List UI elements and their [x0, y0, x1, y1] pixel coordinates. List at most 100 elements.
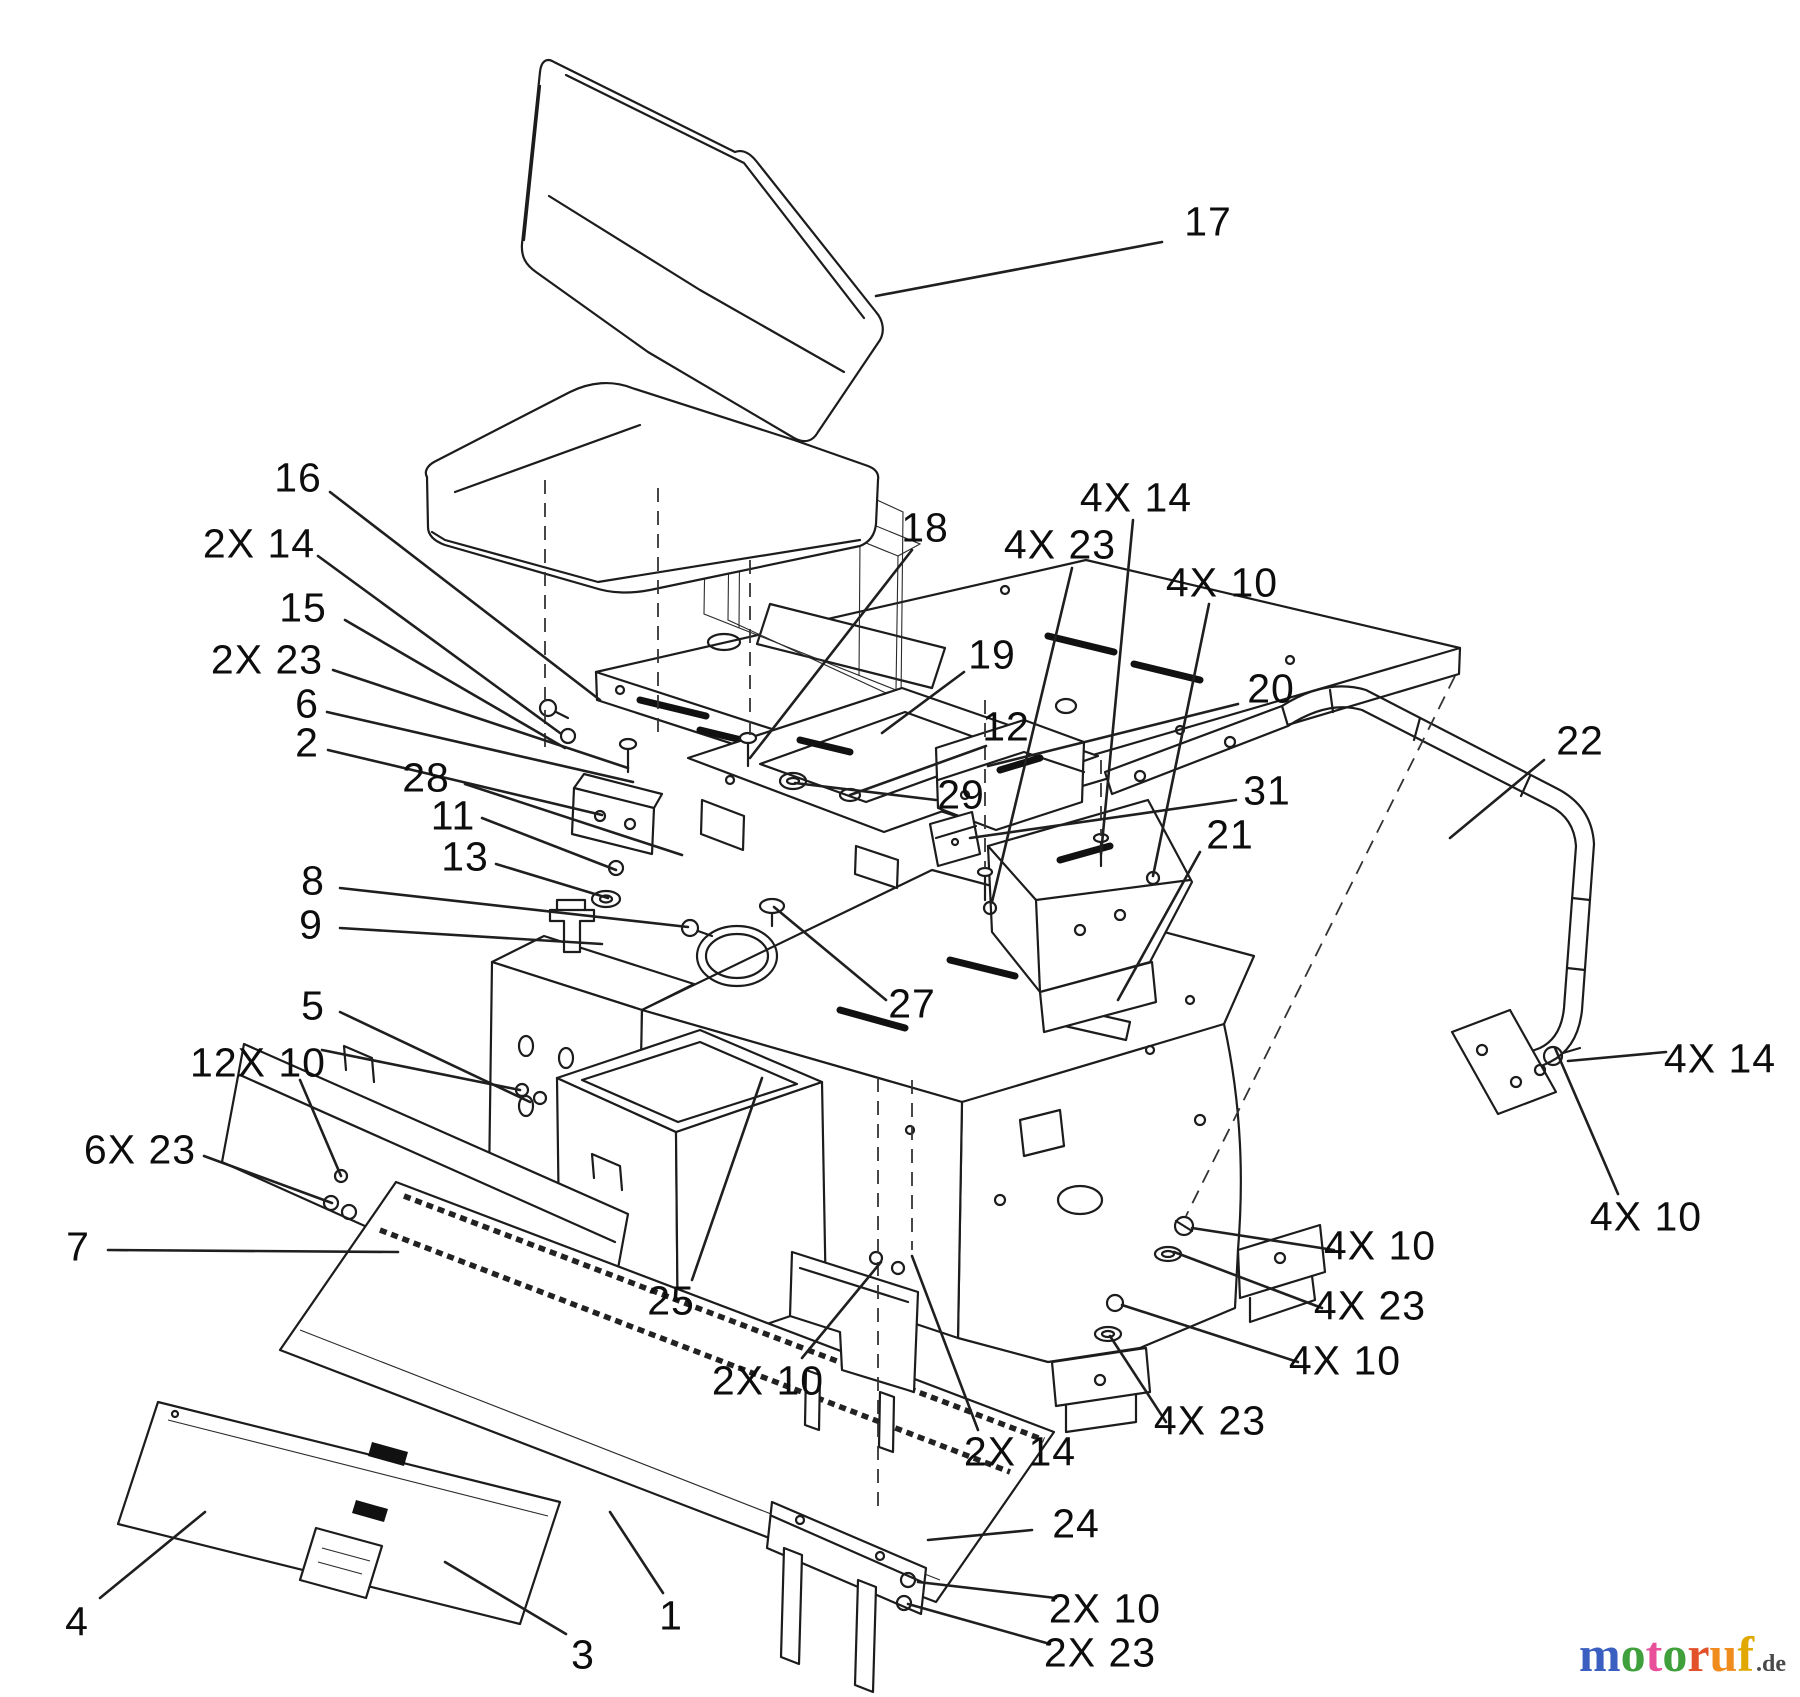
leader-25 [690, 1076, 764, 1282]
logo-letter: f [1737, 1626, 1754, 1682]
leader-15 [343, 618, 567, 750]
hardware-right-illustration [1093, 1045, 1582, 1343]
leader-31 [968, 798, 1238, 840]
callout-25: 25 [647, 1277, 695, 1323]
callout-2X-10: 2X 10 [1049, 1585, 1161, 1631]
callout-4X-10: 4X 10 [1324, 1222, 1436, 1268]
callout-13: 13 [441, 833, 489, 879]
leader-12X-10 [320, 1048, 522, 1092]
leader-6X-23 [202, 1154, 334, 1205]
leader-11 [480, 816, 618, 872]
callout-3: 3 [571, 1631, 595, 1677]
callout-2X-23: 2X 23 [1044, 1629, 1156, 1675]
callout-4X-23: 4X 23 [1314, 1282, 1426, 1328]
seat-illustration [424, 58, 884, 594]
leader-1 [608, 1510, 665, 1595]
leader-4X-10 [1553, 1046, 1620, 1196]
leader-27 [772, 905, 888, 1002]
leader-2X-14 [910, 1254, 980, 1432]
callout-2: 2 [295, 719, 319, 765]
logo-letter: o [1620, 1626, 1646, 1682]
bracket-31-illustration [928, 810, 982, 868]
leader-8 [338, 886, 690, 929]
callout-2X-23: 2X 23 [211, 636, 323, 682]
callout-4X-10: 4X 10 [1166, 559, 1278, 605]
callout-6: 6 [295, 680, 319, 726]
leader-4X-10 [1190, 1226, 1336, 1252]
callout-22: 22 [1556, 717, 1604, 763]
leader-4X-23 [1108, 1334, 1168, 1424]
leader-2 [326, 748, 604, 817]
leader-13 [494, 862, 610, 900]
callout-28: 28 [402, 754, 450, 800]
callout-12X-10: 12X 10 [190, 1039, 326, 1085]
leader-29 [793, 781, 938, 802]
callout-4X-23: 4X 23 [1154, 1397, 1266, 1443]
logo-letter: t [1645, 1626, 1663, 1682]
leader-22 [1448, 758, 1546, 840]
leader-12 [848, 744, 988, 797]
bracket-20-illustration [934, 718, 1086, 832]
leader-18 [748, 548, 914, 760]
leader-17 [874, 240, 1164, 298]
leader-2X-10 [916, 1580, 1058, 1600]
callout-27: 27 [888, 980, 936, 1026]
leader-4 [98, 1510, 207, 1600]
leader-2X-23 [906, 1602, 1052, 1646]
callout-4X-10: 4X 10 [1289, 1337, 1401, 1383]
callout-24: 24 [1052, 1500, 1100, 1546]
callout-4X-14: 4X 14 [1664, 1035, 1776, 1081]
leader-12X-10 [298, 1078, 343, 1178]
motoruf-logo-word: motoruf [1579, 1629, 1754, 1679]
leader-3 [443, 1560, 568, 1636]
leader-4X-14 [1099, 518, 1135, 856]
callout-4X-23: 4X 23 [1004, 521, 1116, 567]
leader-4X-14 [1566, 1050, 1668, 1063]
leader-2X-23 [331, 668, 630, 770]
callout-16: 16 [274, 454, 322, 500]
mid-bracket-illustration [788, 1250, 920, 1454]
leader-19 [880, 670, 966, 735]
logo-letter: m [1579, 1626, 1621, 1682]
callout-2X-14: 2X 14 [964, 1428, 1076, 1474]
bracket-24-illustration [765, 1500, 928, 1694]
callout-20: 20 [1247, 665, 1295, 711]
callout-29: 29 [937, 771, 985, 817]
callout-4: 4 [65, 1598, 89, 1644]
panel-4-illustration [116, 1400, 562, 1626]
callout-12: 12 [982, 703, 1030, 749]
callout-15: 15 [279, 584, 327, 630]
callout-7: 7 [66, 1223, 90, 1269]
callout-4X-10: 4X 10 [1590, 1193, 1702, 1239]
callout-5: 5 [301, 982, 325, 1028]
callout-31: 31 [1243, 767, 1291, 813]
leader-4X-23 [1172, 1250, 1324, 1310]
callout-2X-10: 2X 10 [712, 1357, 824, 1403]
motoruf-logo: motoruf .de [1579, 1629, 1786, 1679]
roll-bar-illustration [1103, 685, 1596, 1116]
cover-plate-illustration [686, 686, 1100, 890]
callout-17: 17 [1184, 198, 1232, 244]
leader-4X-23 [990, 566, 1074, 904]
motoruf-logo-suffix: .de [1756, 1651, 1786, 1677]
callout-9: 9 [299, 901, 323, 947]
leader-6 [325, 710, 635, 784]
leader-5 [338, 1010, 532, 1104]
callout-6X-23: 6X 23 [84, 1126, 196, 1172]
leader-28 [463, 782, 684, 857]
callout-19: 19 [968, 631, 1016, 677]
leader-2X-10 [800, 1260, 883, 1360]
leader-4X-10 [1151, 602, 1211, 878]
callout-18: 18 [901, 504, 949, 550]
panel-3-illustration [278, 1180, 1056, 1604]
assembly-axes [544, 480, 1456, 1510]
leader-2X-14 [316, 554, 562, 735]
logo-letter: r [1687, 1626, 1710, 1682]
leader-4X-10 [1120, 1303, 1300, 1364]
leader-24 [926, 1528, 1034, 1542]
logo-letter: u [1709, 1626, 1738, 1682]
leader-7 [106, 1248, 400, 1254]
